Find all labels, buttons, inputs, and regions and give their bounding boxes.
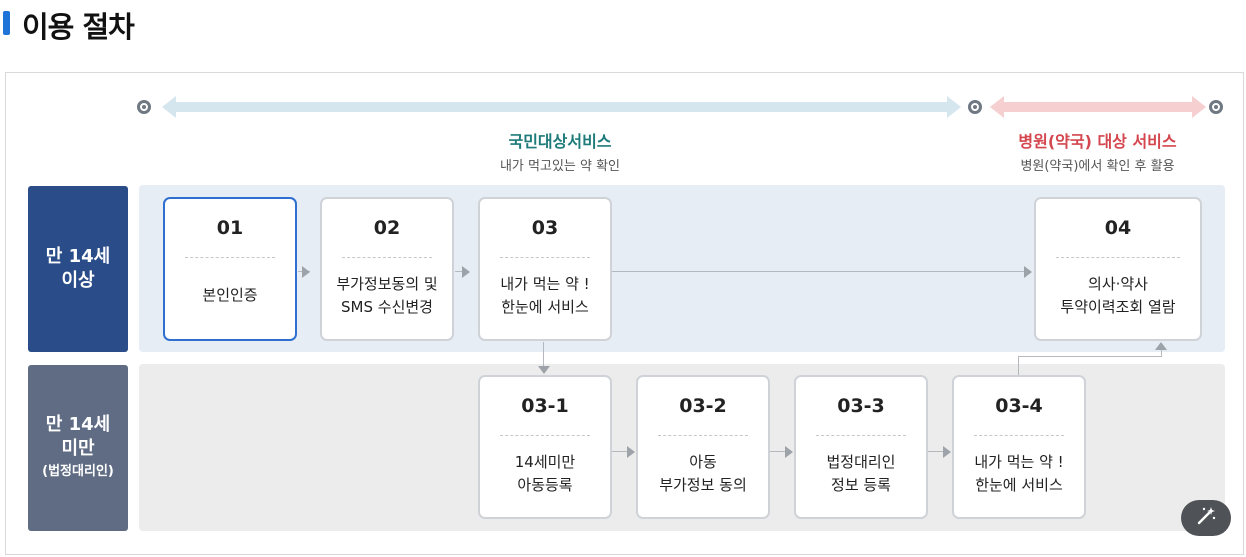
step-divider [658, 435, 748, 436]
hospital-service-range-bar [1003, 102, 1193, 112]
connector-line [455, 271, 467, 272]
step-card-03-4[interactable]: 03-4 내가 먹는 약 !한눈에 서비스 [952, 375, 1086, 519]
connector-line [1018, 356, 1161, 357]
hospital-service-title: 병원(약국) 대상 서비스 [1018, 132, 1177, 151]
connector-line [612, 271, 1027, 272]
timeline-arrowhead [162, 96, 176, 118]
timeline-dot-middle [968, 100, 982, 114]
magic-wand-icon [1195, 505, 1217, 531]
arrow-right-icon [943, 446, 951, 458]
step-divider [500, 435, 590, 436]
step-card-01[interactable]: 01 본인인증 [163, 197, 297, 341]
citizen-service-subtitle: 내가 먹고있는 약 확인 [499, 159, 621, 174]
step-label: 내가 먹는 약 !한눈에 서비스 [974, 453, 1064, 494]
age-label-line: 미만 [61, 438, 95, 459]
citizen-service-range-bar [176, 102, 948, 112]
step-card-03[interactable]: 03 내가 먹는 약 !한눈에 서비스 [478, 197, 612, 341]
arrow-up-icon [1155, 342, 1167, 350]
connector-line [770, 451, 785, 452]
age-label-line: 만 14세 [45, 246, 111, 267]
timeline-arrowhead [947, 96, 961, 118]
step-divider [342, 257, 432, 258]
connector-line [928, 451, 943, 452]
step-number: 03-3 [837, 395, 885, 417]
step-number: 03 [531, 217, 559, 239]
connector-line [1161, 348, 1162, 357]
step-divider [185, 257, 275, 258]
step-number: 02 [373, 217, 401, 239]
step-number: 03-2 [679, 395, 727, 417]
arrow-right-icon [302, 266, 310, 278]
step-label: 내가 먹는 약 !한눈에 서비스 [500, 275, 590, 316]
timeline-dot-start [137, 100, 151, 114]
hospital-service-subtitle: 병원(약국)에서 확인 후 활용 [1020, 159, 1175, 174]
step-divider [816, 435, 906, 436]
timeline-dot-end [1209, 100, 1223, 114]
title-accent-bar [3, 11, 10, 35]
step-number: 03-1 [521, 395, 569, 417]
step-divider [500, 257, 590, 258]
arrow-right-icon [785, 446, 793, 458]
step-number: 04 [1104, 217, 1132, 239]
age-label-line: 이상 [61, 270, 95, 291]
step-divider [974, 435, 1064, 436]
arrow-right-icon [1024, 266, 1032, 278]
arrow-down-icon [538, 366, 550, 374]
arrow-right-icon [462, 266, 470, 278]
step-number: 03-4 [995, 395, 1043, 417]
citizen-service-title: 국민대상서비스 [508, 132, 612, 151]
age-label-line: 만 14세 [45, 414, 111, 435]
page-title: 이용 절차 [22, 10, 135, 44]
connector-line [612, 451, 627, 452]
age-label-adult: 만 14세 이상 [28, 186, 128, 352]
arrow-right-icon [627, 446, 635, 458]
step-number: 01 [216, 217, 244, 239]
connector-line [543, 342, 544, 367]
step-label: 본인인증 [202, 286, 258, 304]
step-divider [1056, 257, 1180, 258]
timeline-arrowhead [990, 96, 1004, 118]
age-label-minor: 만 14세 미만 (법정대리인) [28, 365, 128, 531]
age-label-note: (법정대리인) [42, 464, 114, 479]
timeline-arrowhead [1192, 96, 1206, 118]
connector-line [1018, 356, 1019, 375]
magic-wand-button[interactable] [1181, 500, 1231, 536]
